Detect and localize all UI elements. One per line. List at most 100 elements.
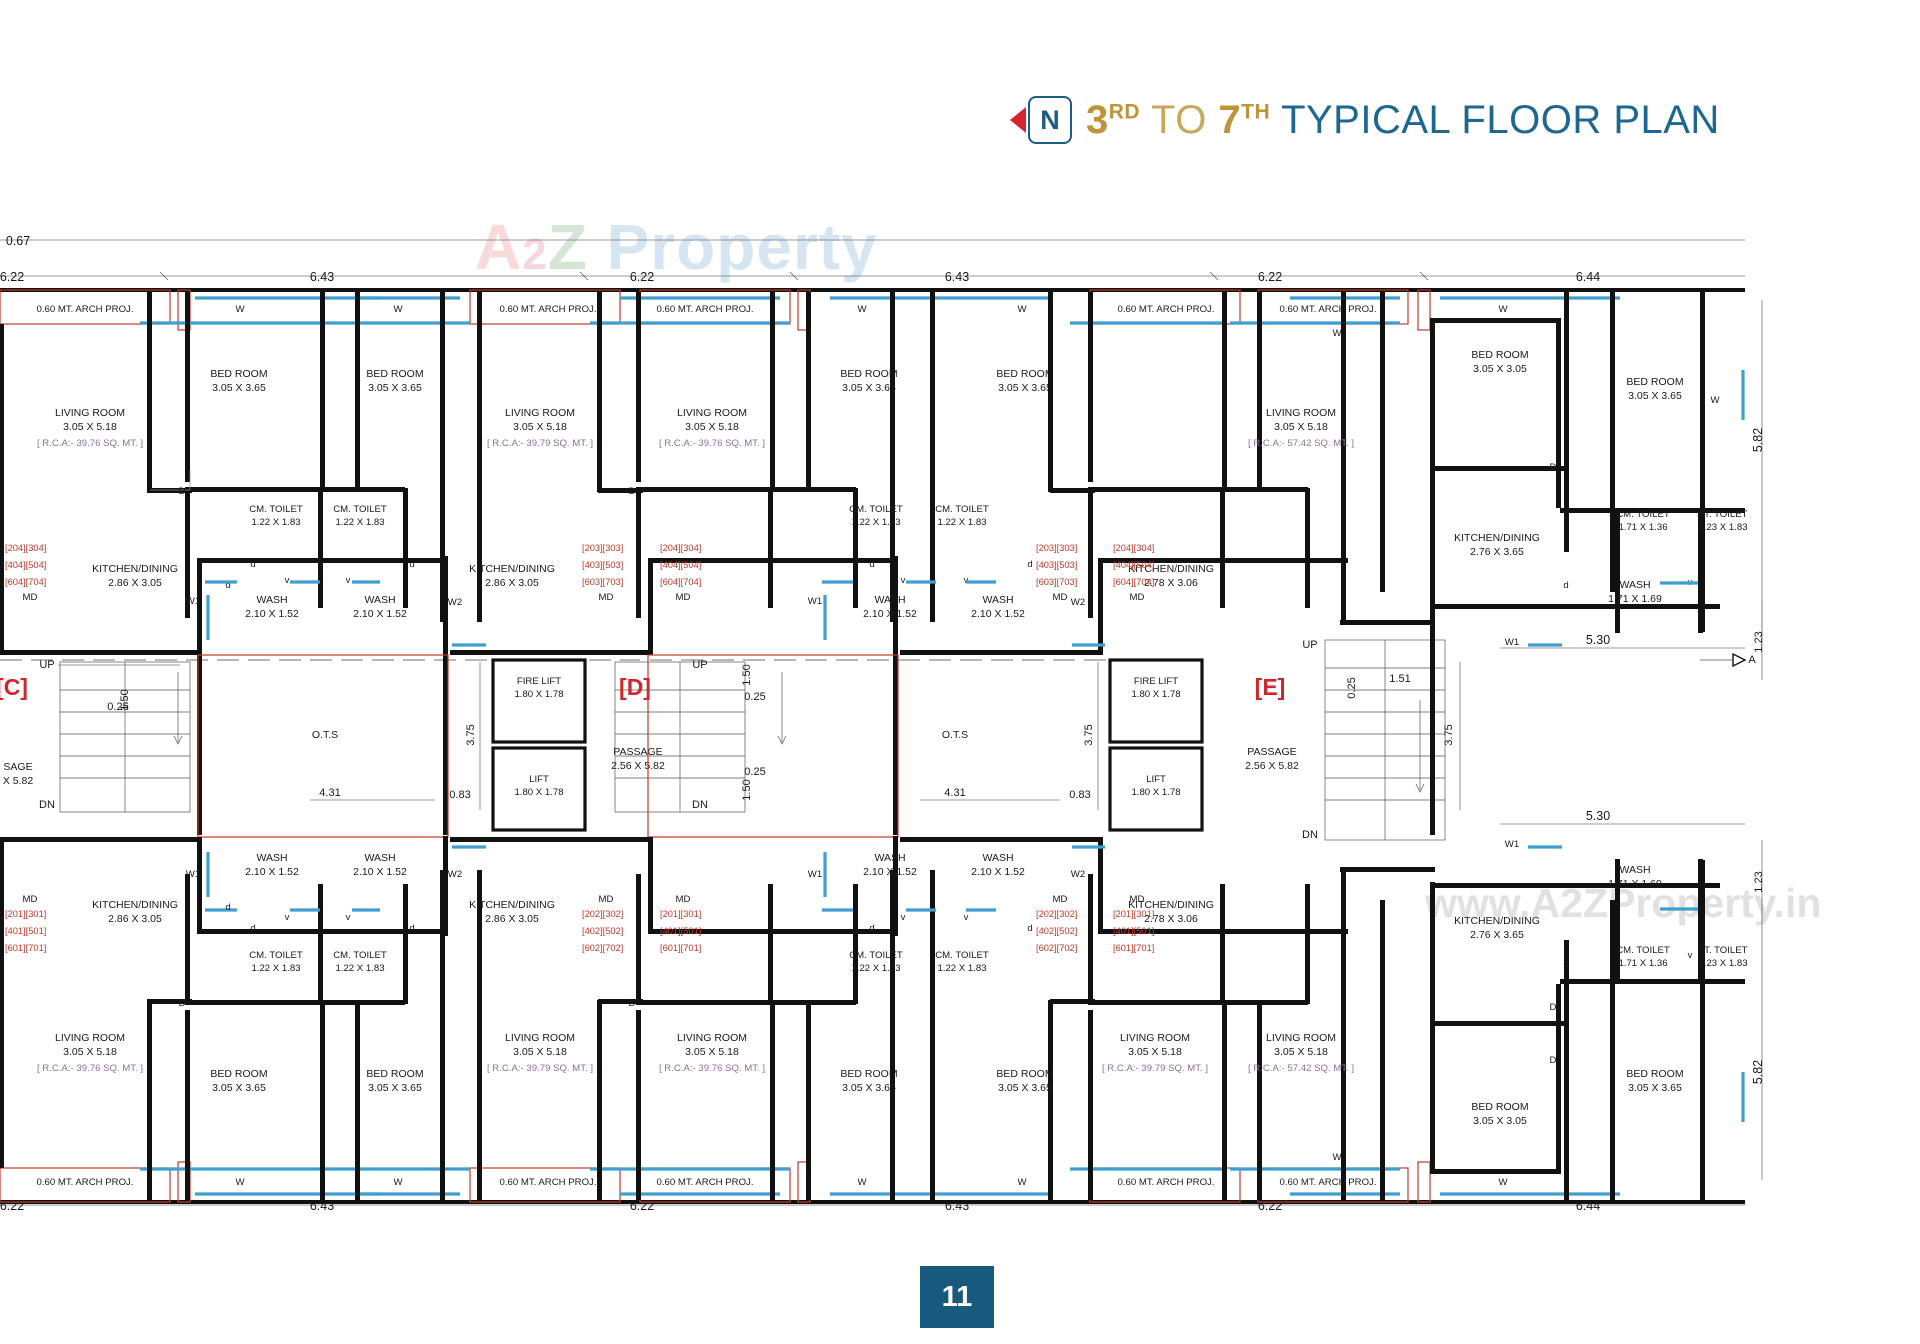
room-living-rca: [ R.C.A:- 57.42 SQ. MT. ]: [1248, 438, 1354, 449]
dim-530-bot: 5.30: [1586, 809, 1610, 823]
north-arrow-icon: N: [1010, 96, 1072, 144]
room-cm-toilet-label: CM. TOILET: [249, 504, 303, 515]
arch-proj-label: 0.60 MT. ARCH PROJ.: [1117, 1177, 1214, 1188]
window-mark-w: W: [1017, 304, 1027, 315]
room-kitchen-dim: 2.86 X 3.05: [485, 913, 539, 925]
room-bed-dim: 3.05 X 3.65: [842, 382, 896, 394]
unit-number: [601][701]: [1113, 943, 1154, 953]
stair-dn-label: DN: [1302, 829, 1318, 841]
room-bed-label: BED ROOM: [366, 1068, 423, 1080]
door-mark-d: d: [1027, 923, 1032, 934]
room-cm-toilet-dim: 1.22 X 1.83: [335, 517, 384, 528]
room-fire-lift-label: FIRE LIFT: [517, 676, 561, 687]
room-passage-label: PASSAGE: [1247, 746, 1296, 758]
room-ots-label: O.T.S: [942, 729, 968, 741]
dim-431: 4.31: [944, 787, 965, 799]
door-mark-d: d: [1563, 580, 1568, 591]
room-bed-label: BED ROOM: [840, 1068, 897, 1080]
window-mark-w2: W2: [1071, 869, 1085, 880]
room-bed-dim: 3.05 X 3.65: [998, 1082, 1052, 1094]
room-cm-toilet-dim: 1.22 X 1.83: [851, 517, 900, 528]
svg-text:[404][504]: [404][504]: [660, 560, 701, 570]
room-at-toilet-label: AT. TOILET: [1698, 509, 1747, 520]
passage-label-clip: SAGE: [3, 761, 32, 773]
plan-title-block: N 3RD TO 7TH TYPICAL FLOOR PLAN: [1010, 96, 1720, 144]
svg-text:[203][303]: [203][303]: [582, 543, 623, 553]
room-fire-lift-dim: 1.80 X 1.78: [1131, 689, 1180, 700]
window-mark-w1: W1: [1505, 637, 1519, 648]
room-bed-label: BED ROOM: [210, 368, 267, 380]
room-wash-label: WASH: [364, 594, 395, 606]
room-cm-toilet-dim: 1.22 X 1.83: [937, 517, 986, 528]
svg-text:[204][304]: [204][304]: [660, 543, 701, 553]
unit-number: [202][302]: [1036, 909, 1077, 919]
dim-375: 3.75: [1083, 724, 1095, 745]
room-lift-label: LIFT: [1146, 774, 1166, 785]
mark-md: MD: [1130, 894, 1145, 905]
window-mark-w: W: [857, 304, 867, 315]
svg-text:[604][704]: [604][704]: [1113, 577, 1154, 587]
room-bed-label: BED ROOM: [1626, 1068, 1683, 1080]
dim-top-6: 6.44: [1576, 270, 1600, 284]
room-living-label: LIVING ROOM: [505, 1032, 575, 1044]
room-bed-label: BED ROOM: [1626, 376, 1683, 388]
vent-mark-v: v: [346, 912, 351, 923]
room-wash-dim: 2.10 X 1.52: [245, 866, 299, 878]
room-at-toilet-dim: 1.23 X 1.83: [1698, 522, 1747, 533]
room-bed-dim: 3.05 X 3.65: [998, 382, 1052, 394]
door-mark-d: d: [869, 923, 874, 934]
window-mark-w1: W1: [186, 869, 200, 880]
window-mark-w1: W1: [1505, 839, 1519, 850]
room-living-label: LIVING ROOM: [55, 407, 125, 419]
wing-tag-e: [E]: [1255, 674, 1286, 700]
dim-083: 0.83: [1069, 789, 1090, 801]
window-mark-w: W: [235, 304, 245, 315]
window-mark-w2: W2: [448, 597, 462, 608]
svg-text:[603][703]: [603][703]: [582, 577, 623, 587]
door-mark-d: d: [869, 559, 874, 570]
stair-dn-label: DN: [39, 799, 55, 811]
svg-text:[203][303]: [203][303]: [1036, 543, 1077, 553]
room-cm-toilet-label: CM. TOILET: [849, 950, 903, 961]
room-living-dim: 3.05 X 5.18: [685, 1046, 739, 1058]
room-lift-dim: 1.80 X 1.78: [1131, 787, 1180, 798]
room-living-dim: 3.05 X 5.18: [685, 421, 739, 433]
unit-number: [201][301]: [660, 909, 701, 919]
unit-number-group: [204][304] [404][504] [604][704] MD: [5, 543, 46, 603]
arch-proj-label: 0.60 MT. ARCH PROJ.: [1117, 304, 1214, 315]
room-wash-label: WASH: [364, 852, 395, 864]
stair-e: [1324, 639, 1446, 841]
window-mark-w: W: [1017, 1177, 1027, 1188]
mark-md: MD: [599, 894, 614, 905]
room-cm-toilet-dim: 1.22 X 1.83: [851, 963, 900, 974]
room-bed-dim: 3.05 X 3.65: [842, 1082, 896, 1094]
unit-number: [401][501]: [1113, 926, 1154, 936]
window-mark-w1: W1: [808, 596, 822, 607]
room-cm-toilet-label: CM. TOILET: [1616, 509, 1670, 520]
room-lift-dim: 1.80 X 1.78: [514, 787, 563, 798]
room-living-rca: [ R.C.A:- 39.76 SQ. MT. ]: [37, 1063, 143, 1074]
window-mark-w1: W1: [186, 596, 200, 607]
dim-025: 0.25: [744, 766, 765, 778]
room-bed-label: BED ROOM: [996, 368, 1053, 380]
door-mark-d: d: [1563, 958, 1568, 969]
window-mark-w: W: [857, 1177, 867, 1188]
dim-top-1: 6.22: [0, 270, 24, 284]
room-bed-dim: 3.05 X 3.65: [212, 382, 266, 394]
window-mark-w2: W2: [448, 869, 462, 880]
passage-dim-clip: X 5.82: [3, 775, 34, 787]
right-dimension-chain: 5.82 1.23 1.23 5.82 5.30 5.30 A: [1500, 300, 1765, 1180]
room-living-rca: [ R.C.A:- 39.79 SQ. MT. ]: [487, 438, 593, 449]
door-mark-d: d: [225, 902, 230, 913]
dim-right-123-bot: 1.23: [1753, 871, 1765, 892]
door-mark-D: D: [179, 486, 186, 497]
unit-number: [601][701]: [660, 943, 701, 953]
room-wash-dim: 1.71 X 1.69: [1608, 593, 1662, 605]
dim-375: 3.75: [465, 724, 477, 745]
mark-md: MD: [1053, 894, 1068, 905]
arch-proj-label: 0.60 MT. ARCH PROJ.: [499, 1177, 596, 1188]
svg-text:[204][304]: [204][304]: [5, 543, 46, 553]
room-wash-label: WASH: [982, 852, 1013, 864]
title-7: 7: [1218, 97, 1242, 142]
room-kitchen-dim: 2.86 X 3.05: [108, 577, 162, 589]
